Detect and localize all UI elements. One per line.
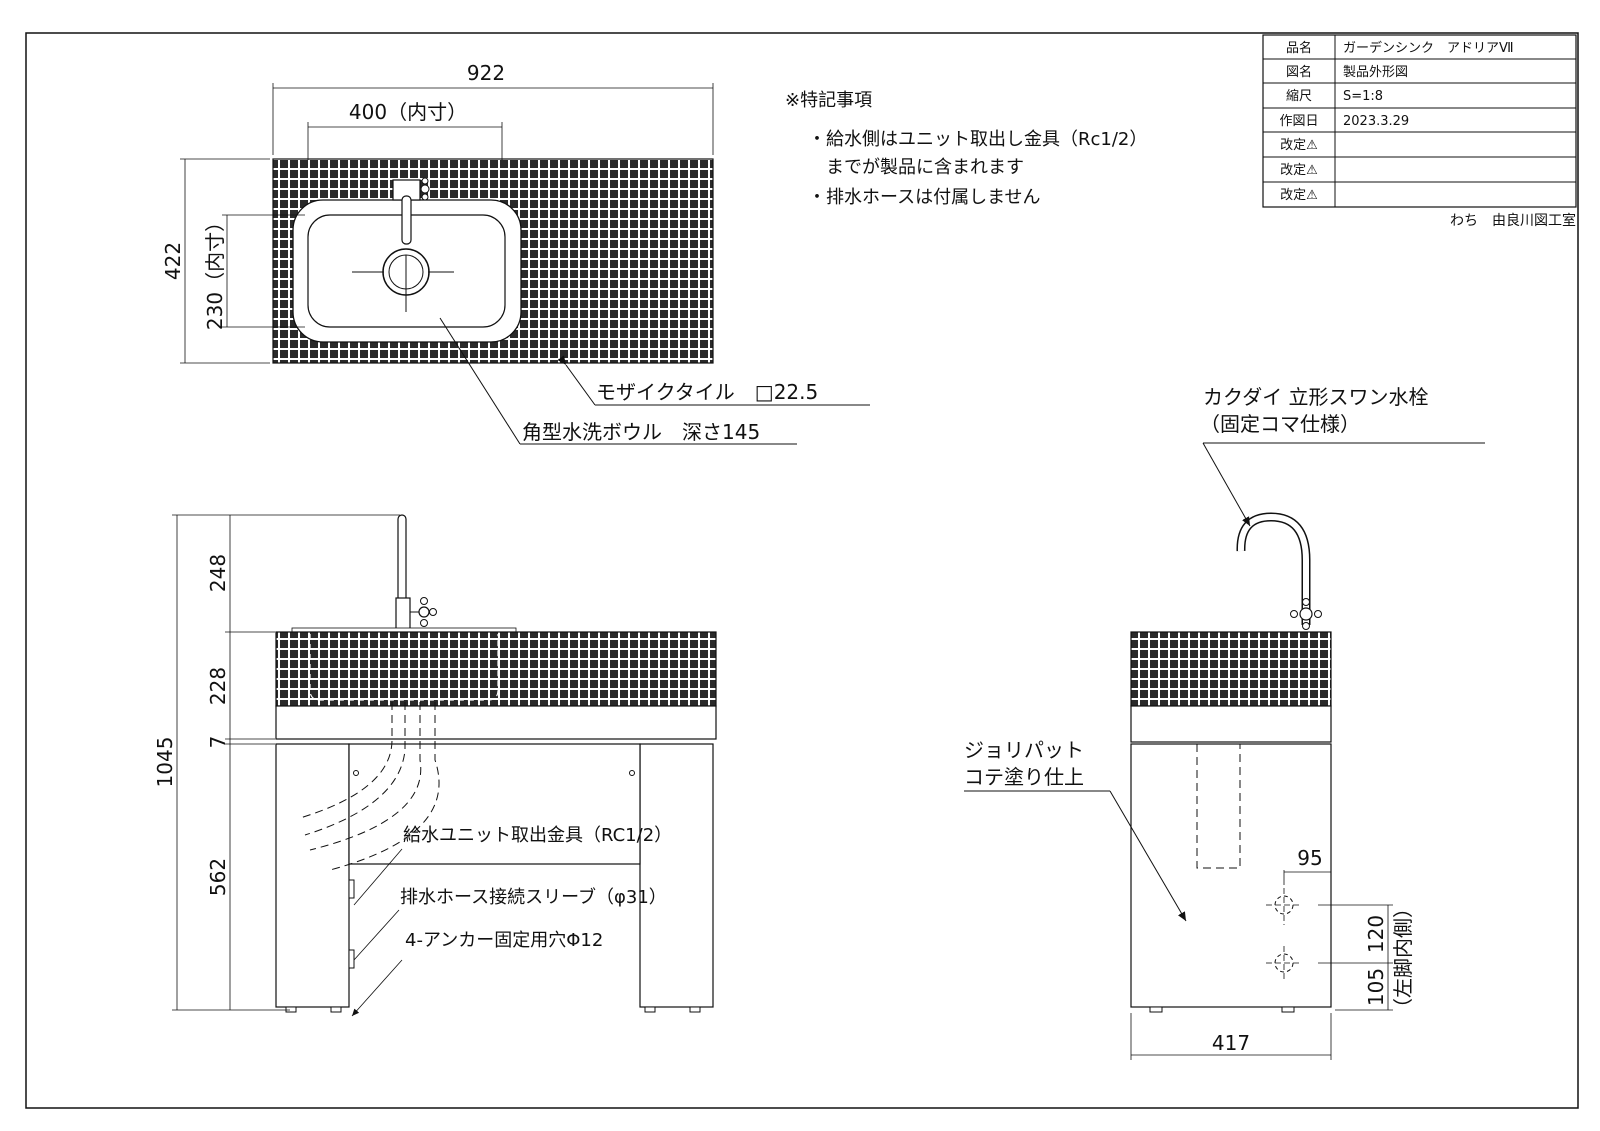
tb-value-product: ガーデンシンク アドリアⅦ [1343,40,1514,56]
mosaic-tile-label: モザイクタイル □22.5 [596,380,818,404]
faucet-spec-label: （固定コマ仕様） [1200,412,1360,436]
bowl-label: 角型水洗ボウル 深さ145 [522,420,760,444]
tb-value-scale: S=1:8 [1343,89,1383,104]
side-view: カクダイ 立形スワン水栓 （固定コマ仕様） ジョリパット コテ塗り仕上 95 1… [964,385,1485,1060]
tb-key-drawing: 図名 [1286,64,1312,80]
dim-counter-height: 228 [206,667,230,705]
dim-gap: 7 [206,736,230,749]
anchor-hole-label: 4-アンカー固定用穴Φ12 [405,930,603,951]
back-panel [348,743,641,865]
dim-width-922: 922 [467,61,505,85]
swan-faucet-icon [1236,512,1311,625]
sheet-border [25,32,1579,1109]
faucet-model-label: カクダイ 立形スワン水栓 [1203,385,1429,409]
dim-120: 120 [1364,915,1388,953]
dim-depth-422: 422 [161,242,185,280]
notes-line-1: ・給水側はユニット取出し金具（Rc1/2） [808,129,1147,150]
notes-line-2: までが製品に含まれます [826,157,1024,178]
special-notes: ※特記事項 ・給水側はユニット取出し金具（Rc1/2） までが製品に含まれます … [785,90,1147,208]
notes-line-3: ・排水ホースは付属しません [808,187,1041,208]
company-name: わち 由良川図工室 [1450,212,1576,229]
left-leg [275,743,350,1008]
drain-sleeve-label: 排水ホース接続スリーブ（φ31） [400,886,667,908]
tb-key-date: 作図日 [1279,114,1318,129]
mosaic-tile-side [1130,631,1332,707]
dim-inner-width: 400（内寸） [349,100,467,124]
tb-key-rev1: 改定⚠ [1280,138,1318,153]
title-block: 品名 ガーデンシンク アドリアⅦ 図名 製品外形図 縮尺 S=1:8 作図日 2… [1262,34,1577,208]
dim-105: 105 [1364,968,1388,1006]
front-view: 1045 248 228 7 562 給水ユニット取出金具（RC1/2） 排水ホ… [153,514,717,1017]
tb-key-product: 品名 [1286,40,1312,56]
dim-95: 95 [1297,846,1322,870]
side-leg [1130,743,1332,1008]
dim-leg-height: 562 [206,858,230,896]
mosaic-tile-front [275,631,717,707]
finish-method-label: コテ塗り仕上 [964,765,1084,789]
tb-value-date: 2023.3.29 [1343,114,1409,129]
dim-total-height: 1045 [153,737,177,788]
tb-key-scale: 縮尺 [1286,88,1312,104]
right-leg [639,743,714,1008]
dim-side-depth: 417 [1212,1031,1250,1055]
dim-left-leg-note: （左脚内側） [1391,898,1415,1018]
tb-key-rev2: 改定⚠ [1280,163,1318,178]
tb-key-rev3: 改定⚠ [1280,188,1318,203]
notes-heading: ※特記事項 [785,90,872,111]
faucet-front-icon [397,514,407,608]
supply-fitting-label: 給水ユニット取出金具（RC1/2） [403,825,672,846]
tb-value-drawing: 製品外形図 [1343,65,1408,80]
top-view: 922 400（内寸） 422 230（内寸） モザイクタイル □22.5 角型… [161,61,870,445]
dim-inner-depth: 230（内寸） [203,212,227,330]
dim-faucet-height: 248 [206,554,230,592]
finish-material-label: ジョリパット [964,738,1084,762]
